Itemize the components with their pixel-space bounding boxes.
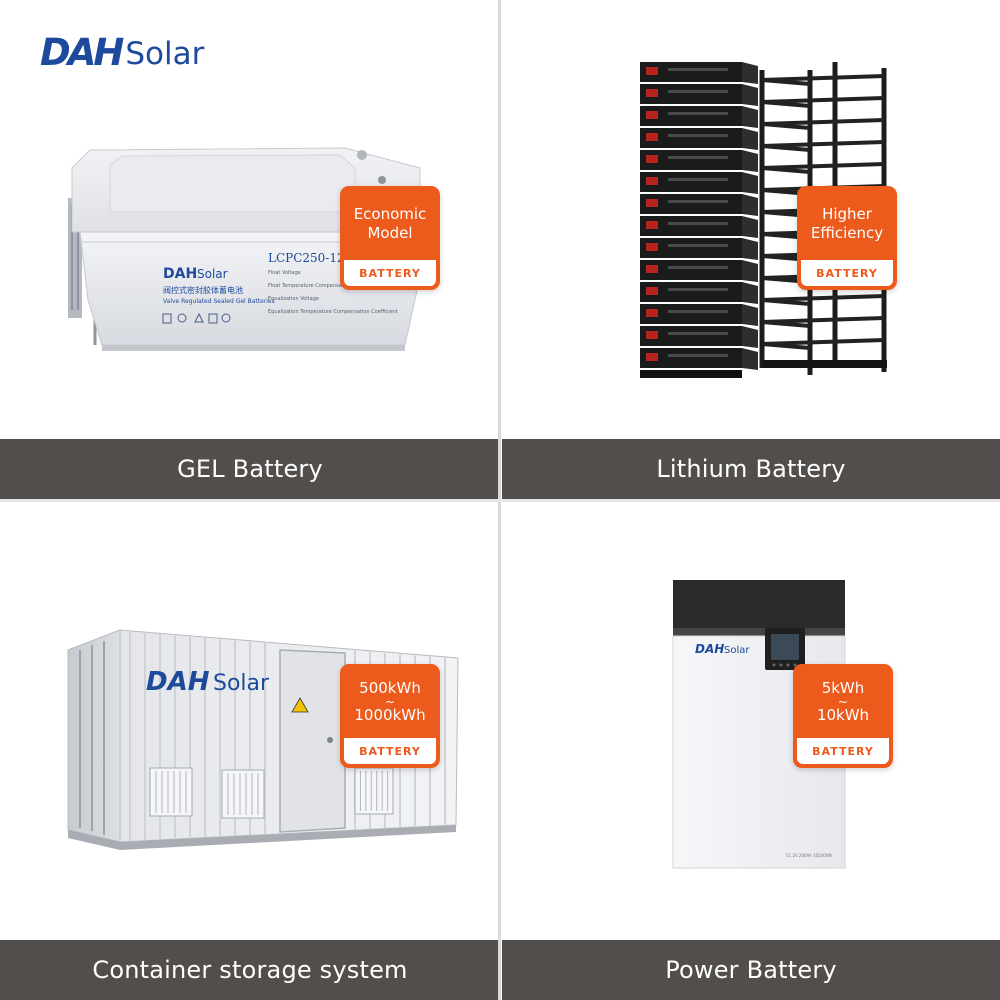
gel-model-print: LCPC250-12: [268, 251, 345, 265]
badge-line-2: Model: [367, 224, 413, 242]
battery-module: [640, 326, 758, 348]
gel-brand-print: DAH: [163, 266, 197, 282]
badge-line-1: Economic: [353, 205, 427, 223]
gel-brand-print-word: Solar: [197, 267, 228, 281]
badge-tilde: ~: [384, 695, 396, 709]
product-label-container-storage[interactable]: Container storage system: [0, 940, 500, 1000]
battery-module: [640, 348, 758, 370]
gel-row-3: Equalization Voltage: [268, 296, 319, 302]
product-card-power-battery[interactable]: DAH Solar 51.2V 200Ah 10240Wh 5kWh ~ 10k…: [500, 500, 1000, 1000]
battery-module: [640, 304, 758, 326]
product-label-gel-battery[interactable]: GEL Battery: [0, 439, 500, 499]
badge-line-2: 10kWh: [816, 706, 870, 724]
badge-tag: BATTERY: [797, 738, 889, 764]
product-card-container-storage[interactable]: DAH Solar 500kWh ~ 1000kWh BATTERY Conta…: [0, 500, 500, 1000]
badge-line-2: 1000kWh: [354, 706, 426, 724]
badge-economic-model: Economic Model BATTERY: [340, 186, 440, 290]
badge-tag: BATTERY: [801, 260, 893, 286]
battery-module: [640, 238, 758, 260]
badge-line-1: 5kWh: [821, 679, 865, 697]
lithium-battery-rack-image: [640, 62, 887, 378]
brand-logo: DAH Solar: [40, 31, 205, 74]
battery-module: [640, 84, 758, 106]
badge-higher-efficiency: Higher Efficiency BATTERY: [797, 186, 897, 290]
gel-row-2: Float Temperature Compensation Coefficie…: [268, 283, 380, 289]
badge-power-capacity: 5kWh ~ 10kWh BATTERY: [793, 664, 893, 768]
badge-tag: BATTERY: [344, 260, 436, 286]
battery-module: [640, 150, 758, 172]
product-label-power-battery[interactable]: Power Battery: [502, 940, 1000, 1000]
power-brand-print: DAH: [695, 642, 724, 656]
container-brand-print-word: Solar: [213, 671, 270, 696]
logo-mark: DAH: [40, 31, 124, 74]
battery-module: [640, 260, 758, 282]
battery-module: [640, 216, 758, 238]
logo-word: Solar: [125, 36, 205, 72]
power-battery-image: DAH Solar 51.2V 200Ah 10240Wh: [672, 580, 846, 869]
badge-tag: BATTERY: [344, 738, 436, 764]
product-card-lithium-battery[interactable]: Higher Efficiency BATTERY Lithium Batter…: [500, 0, 1000, 500]
battery-module: [640, 194, 758, 216]
badge-line-1: 500kWh: [359, 679, 421, 697]
badge-line-1: Higher: [822, 205, 872, 223]
horizontal-divider: [0, 499, 1000, 502]
product-card-gel-battery[interactable]: DAH Solar DAH Solar 阀控式密封胶体蓄电池: [0, 0, 500, 500]
power-spec-print: 51.2V 200Ah 10240Wh: [786, 853, 833, 858]
container-storage-image: DAH Solar: [67, 629, 459, 850]
product-label-lithium-battery[interactable]: Lithium Battery: [502, 439, 1000, 499]
gel-subtitle-cn: 阀控式密封胶体蓄电池: [163, 285, 243, 295]
battery-module: [640, 282, 758, 304]
gel-row-1: Float Voltage: [268, 270, 301, 276]
battery-module: [640, 106, 758, 128]
battery-module: [640, 128, 758, 150]
badge-tilde: ~: [837, 695, 849, 709]
badge-container-capacity: 500kWh ~ 1000kWh BATTERY: [340, 664, 440, 768]
gel-subtitle-en: Valve Regulated Sealed Gel Batteries: [163, 298, 275, 305]
battery-module: [640, 172, 758, 194]
badge-line-2: Efficiency: [810, 224, 884, 242]
battery-module: [640, 62, 758, 84]
container-brand-print: DAH: [146, 667, 210, 697]
gel-row-4: Equalization Temperature Compensation Co…: [268, 309, 398, 315]
power-brand-print-word: Solar: [724, 645, 750, 656]
